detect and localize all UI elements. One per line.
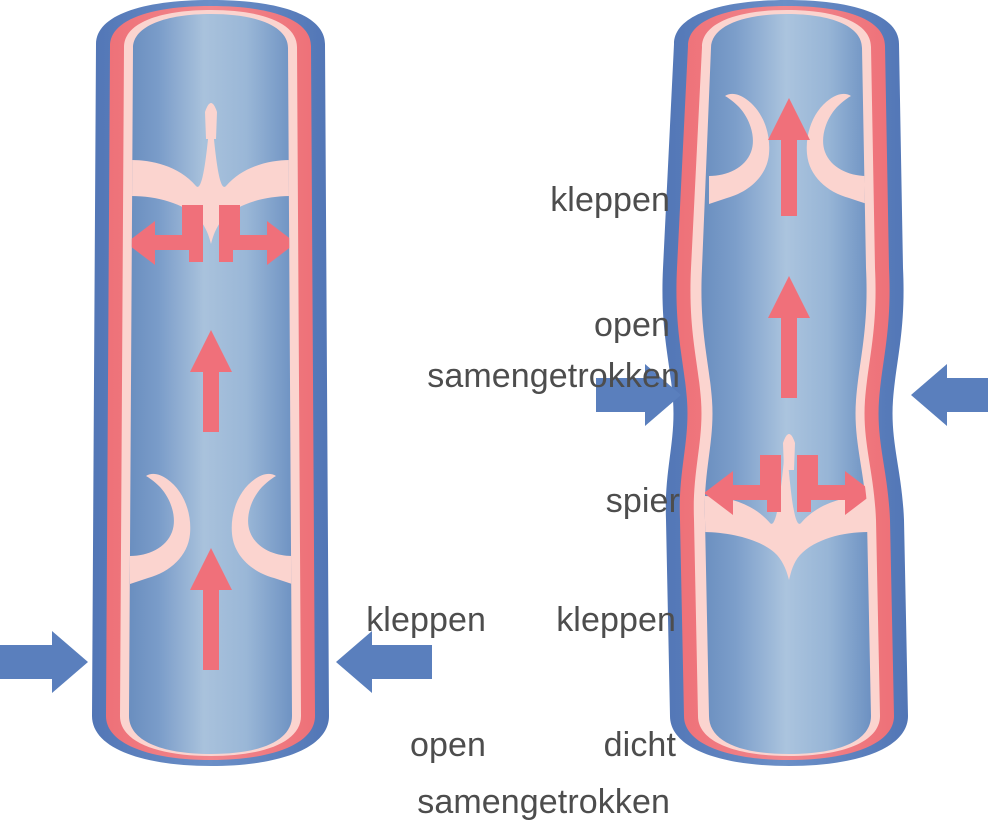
left-vein-upper-valve-closed	[131, 103, 291, 244]
right-vein-muscle-arrows	[596, 364, 988, 426]
right-vein-upflow-middle	[768, 276, 810, 398]
left-vein-muscle-arrows	[0, 631, 432, 693]
label-right-contracted-muscle: samengetrokken spier	[80, 272, 680, 607]
left-vein-upflow-lower	[190, 548, 232, 670]
label-left-valves-open: kleppen open	[150, 516, 486, 824]
left-deflect-left-arrow	[129, 205, 203, 265]
vein-segment-left	[92, 0, 329, 766]
right-vein-upper-valve-open	[709, 93, 867, 216]
left-muscle-arrow-left	[0, 631, 88, 693]
left-muscle-arrow-right	[336, 631, 432, 693]
right-deflect-right-arrow	[797, 455, 872, 515]
vein-segment-right	[662, 0, 908, 766]
right-vein-upflow-top	[768, 98, 810, 216]
label-right-contracted-muscle-line2: spier	[605, 482, 680, 521]
label-right-contracted-muscle-line1: samengetrokken	[427, 356, 680, 395]
label-left-contracted-muscle-line1: samengetrokken	[417, 782, 670, 821]
label-left-valves-open-line1: kleppen	[366, 600, 486, 639]
label-right-valves-closed-line2: dicht	[603, 726, 676, 765]
left-vein-deflected-flow	[129, 205, 292, 265]
left-deflect-right-arrow	[219, 205, 292, 265]
label-right-valves-closed: kleppen dicht	[340, 516, 676, 824]
right-vein-deflected-flow	[704, 455, 872, 515]
right-muscle-arrow-right	[911, 364, 988, 426]
label-right-valves-open-line2: open	[593, 306, 670, 345]
right-deflect-left-arrow	[704, 455, 781, 515]
left-vein-upflow-middle	[190, 330, 232, 432]
label-right-valves-open-line1: kleppen	[550, 180, 670, 219]
label-left-valves-open-line2: open	[409, 726, 486, 765]
right-muscle-arrow-left	[596, 364, 681, 426]
right-vein-lower-valve-closed	[703, 434, 868, 580]
label-left-contracted-muscle: samengetrokken spier	[50, 698, 670, 824]
label-right-valves-closed-line1: kleppen	[556, 600, 676, 639]
label-right-valves-open: kleppen open	[86, 96, 670, 431]
left-vein-lower-valve-open	[130, 473, 292, 596]
